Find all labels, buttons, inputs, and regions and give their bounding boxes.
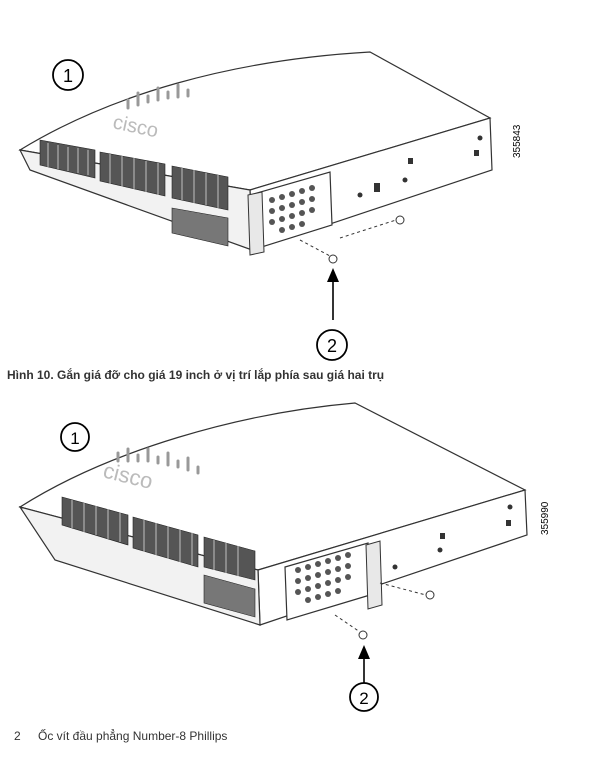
figure-bottom: cisco 1 2 355990	[0, 395, 601, 720]
callout-1-top: 1	[63, 66, 73, 86]
figure-id-bottom: 355990	[540, 501, 551, 535]
callout-2-top: 2	[327, 336, 337, 356]
callout-1-bottom: 1	[70, 429, 79, 448]
figure-caption: Hình 10. Gắn giá đỡ cho giá 19 inch ở vị…	[7, 368, 385, 382]
legend-item: 2 Ốc vít đầu phẳng Number-8 Phillips	[14, 728, 228, 744]
legend-text: Ốc vít đầu phẳng Number-8 Phillips	[38, 729, 228, 743]
legend-number: 2	[14, 729, 21, 743]
callout-2-bottom: 2	[359, 689, 368, 708]
figure-id-top: 355843	[512, 124, 523, 158]
switch-illustration-bottom: cisco 1 2 355990	[18, 402, 551, 712]
figure-top: cisco 1 2 355843	[0, 0, 601, 365]
switch-illustration-top: cisco 1 2 355843	[18, 51, 523, 361]
